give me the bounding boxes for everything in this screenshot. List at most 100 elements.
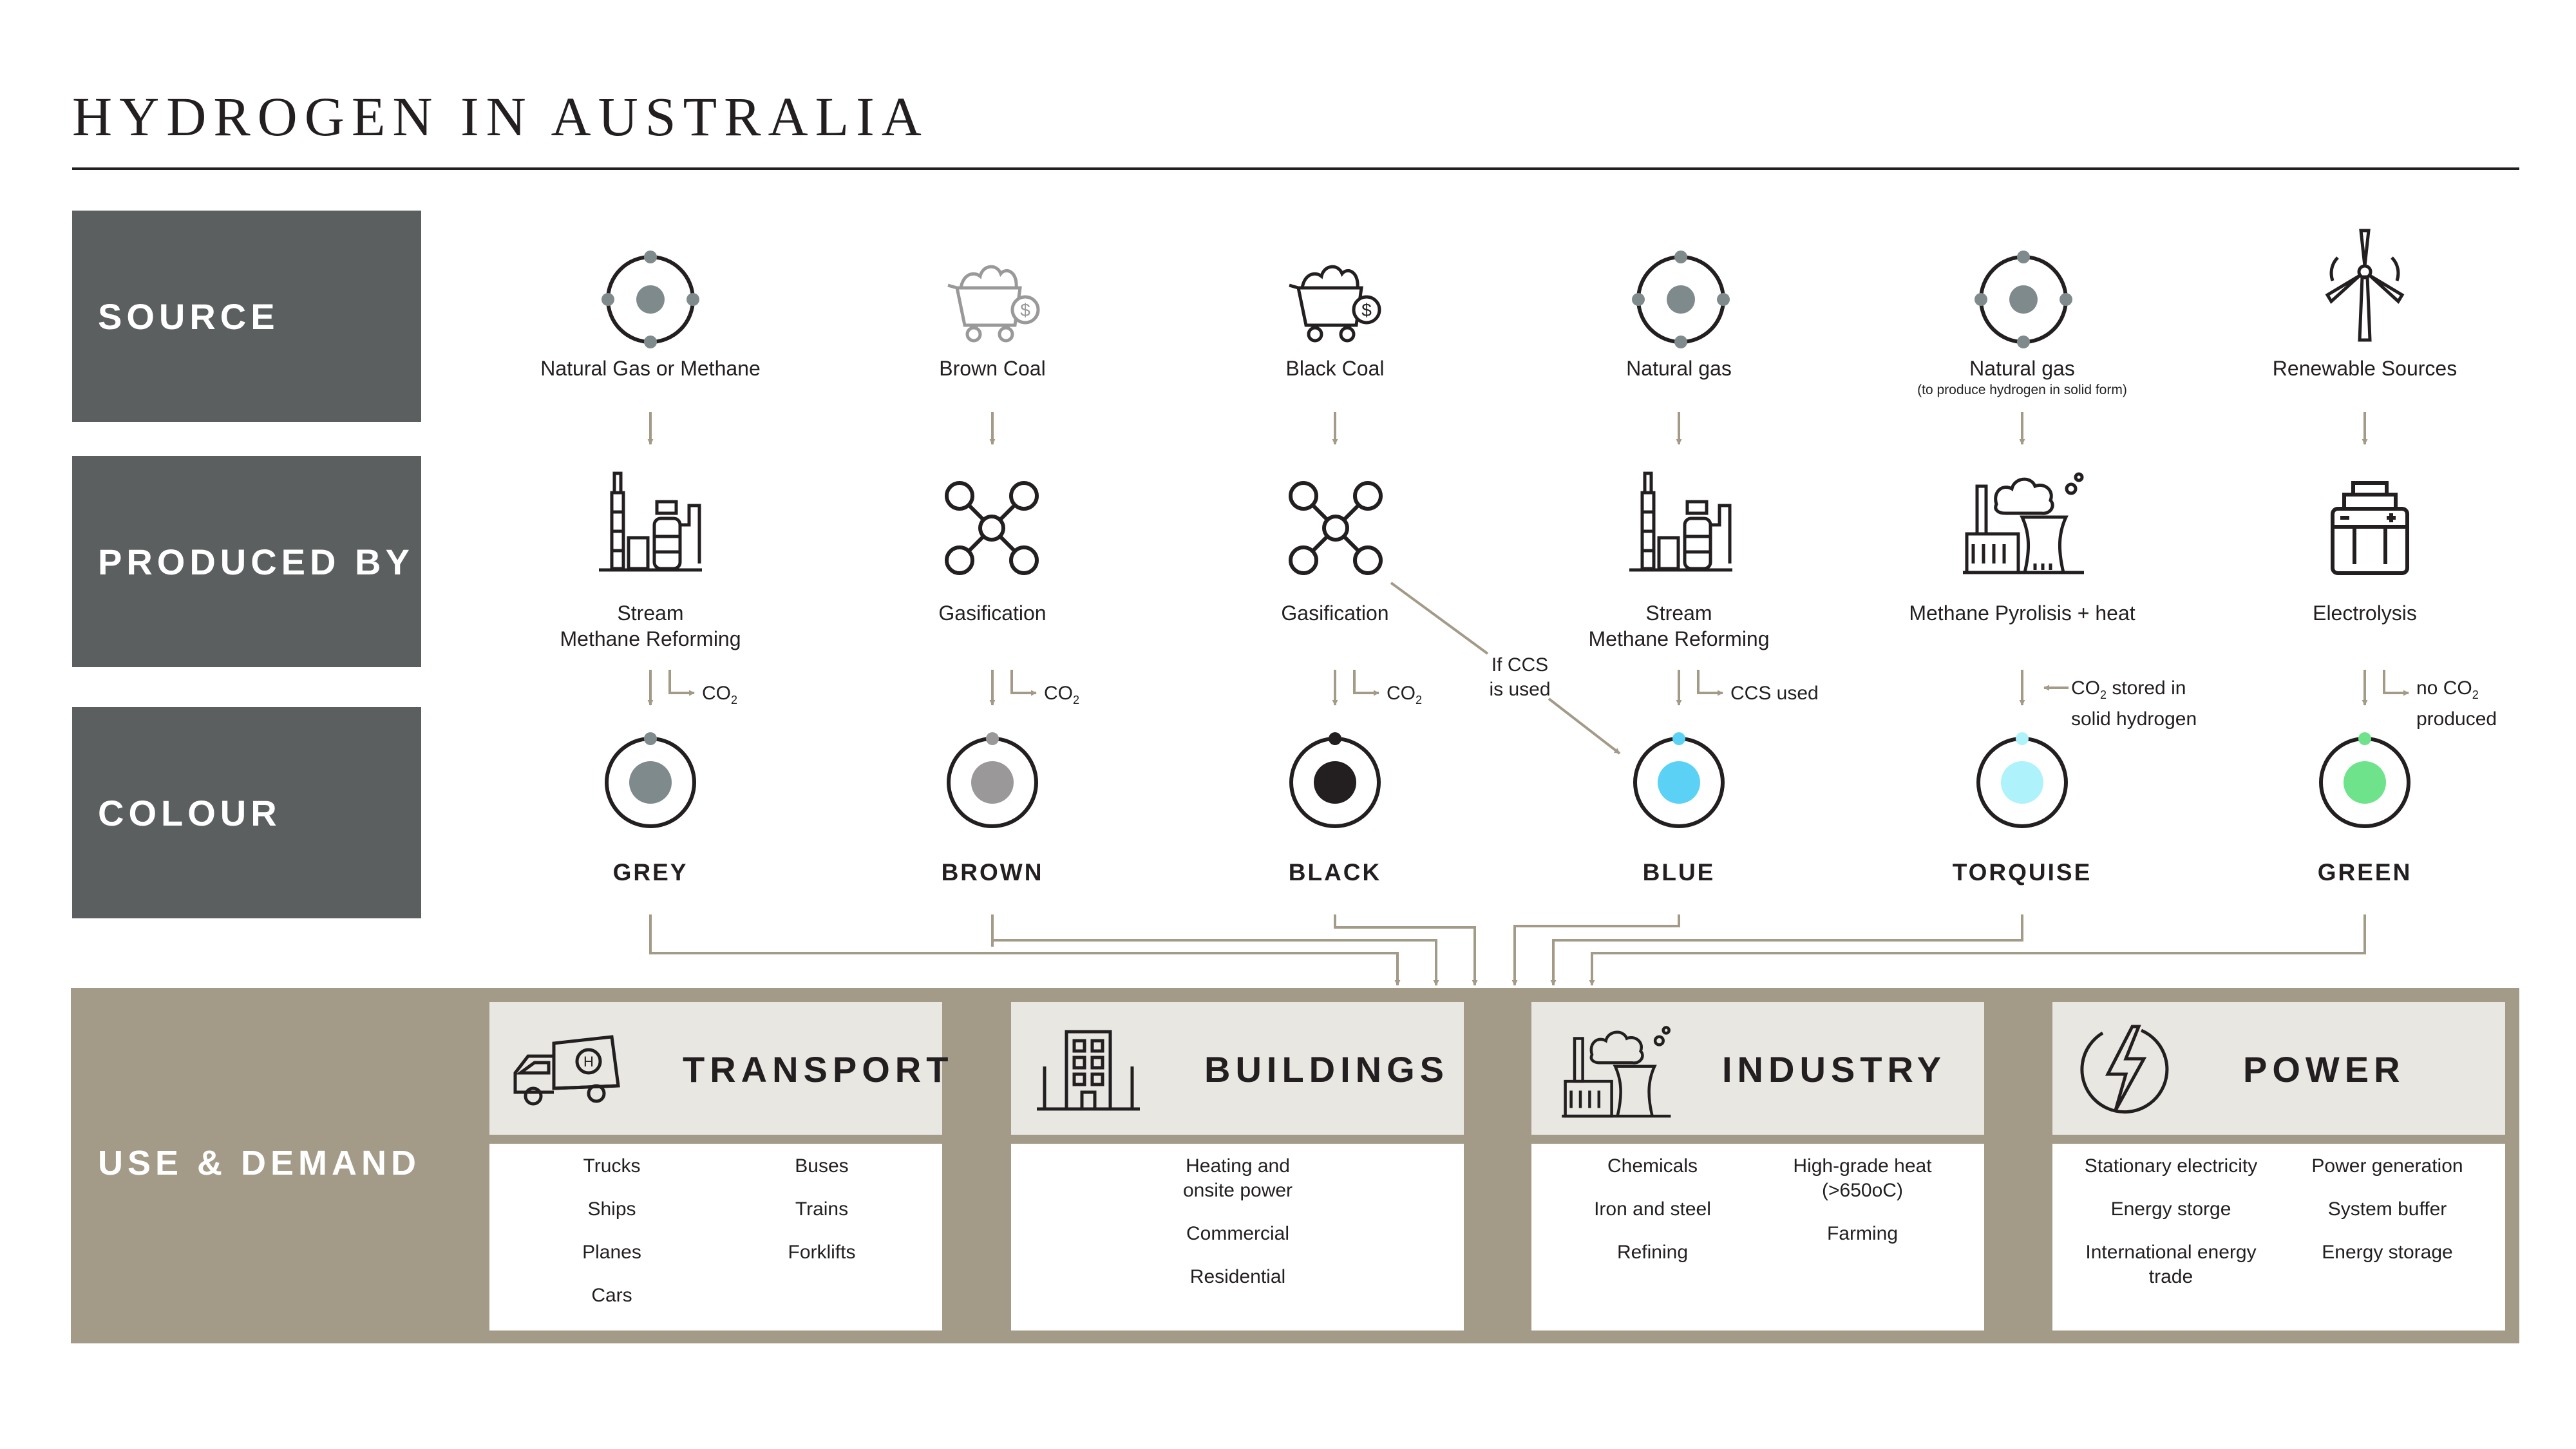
ccs-note: If CCS is used	[1489, 653, 1550, 702]
row-label-use-demand: USE & DEMAND	[98, 1144, 421, 1182]
page-title: HYDROGEN IN AUSTRALIA	[72, 86, 929, 147]
factory-icon	[1562, 1026, 1671, 1118]
natural-gas-icon	[1632, 251, 1730, 348]
pyrolysis-plant-icon	[1963, 474, 2084, 573]
list-item: System buffer	[2327, 1198, 2447, 1220]
card-title: INDUSTRY	[1722, 1049, 1947, 1090]
process-label: Electrolysis	[2313, 601, 2417, 625]
byproduct-label: CCS used	[1730, 683, 1819, 704]
list-item: Commercial	[1186, 1223, 1290, 1244]
colour-dots	[605, 732, 2410, 828]
process-arrows	[647, 582, 2409, 755]
byproduct-text: no CO	[2416, 677, 2472, 699]
transport-list-col2: Buses Trains Forklifts	[788, 1154, 889, 1265]
colour-dot-green	[2319, 732, 2410, 828]
byproduct-subscript: 2	[1073, 694, 1080, 706]
source-label: Natural gas	[1969, 357, 2075, 380]
byproduct-text: CO	[1387, 683, 1416, 704]
list-item: Planes	[582, 1242, 641, 1263]
buildings-card-body: Heating and onsite power Commercial Resi…	[1011, 1144, 1464, 1331]
industry-list-col1: Chemicals Iron and steel Refining	[1594, 1154, 1770, 1265]
list-item: Refining	[1616, 1242, 1689, 1263]
process-label: Methane Pyrolisis + heat	[1909, 601, 2136, 625]
colour-dot-torquise	[1976, 732, 2068, 828]
byproduct-label: CO2	[702, 681, 737, 712]
transport-card-header: H TRANSPORT	[489, 1002, 948, 1135]
electrolysis-icon	[2333, 483, 2407, 573]
colour-dot-black	[1289, 732, 1381, 828]
power-list-col1: Stationary electricity Energy storge Int…	[2085, 1154, 2364, 1289]
colour-dot-blue	[1633, 732, 1725, 828]
list-item: High-grade heat (>650oC)	[1793, 1155, 1932, 1201]
colour-dot-brown	[947, 732, 1038, 828]
list-item: Energy storge	[2110, 1198, 2231, 1220]
source-label: Natural gas	[1626, 357, 1732, 380]
list-item: Farming	[1826, 1223, 1899, 1244]
source-label: Natural Gas or Methane	[540, 357, 761, 380]
power-card-header: POWER	[2052, 1002, 2505, 1135]
list-item: Cars	[591, 1285, 632, 1306]
byproduct-label: CO2	[1044, 681, 1079, 712]
byproduct-subscript: 2	[2472, 688, 2479, 701]
card-title: POWER	[2243, 1049, 2405, 1090]
power-card-body: Stationary electricity Energy storge Int…	[2052, 1144, 2505, 1331]
process-label: Stream Methane Reforming	[1588, 600, 1769, 652]
title-divider	[72, 167, 2519, 170]
list-item: Trains	[795, 1198, 849, 1220]
colour-name-green: GREEN	[2317, 859, 2412, 886]
colour-name-torquise: TORQUISE	[1952, 859, 2092, 886]
byproduct-text: CO	[702, 683, 731, 704]
card-title: TRANSPORT	[683, 1049, 954, 1090]
process-line: Methane Reforming	[1588, 627, 1770, 650]
list-item: International energy trade	[2085, 1242, 2257, 1287]
list-item: Buses	[795, 1155, 849, 1177]
connectors-main	[649, 914, 2366, 986]
list-item: Forklifts	[788, 1242, 856, 1263]
refinery-plant-icon	[1629, 473, 1732, 570]
svg-text:H: H	[583, 1054, 594, 1070]
process-line: Stream	[1645, 601, 1712, 625]
byproduct-label: no CO2 produced	[2416, 676, 2497, 732]
list-item: Power generation	[2311, 1155, 2463, 1177]
transport-list-col1: Trucks Ships Planes Cars	[582, 1154, 671, 1308]
process-line: Stream	[617, 601, 684, 625]
card-title: BUILDINGS	[1204, 1049, 1449, 1090]
list-item: Heating and onsite power	[1182, 1155, 1293, 1201]
brown-coal-icon	[948, 267, 1038, 341]
industry-list-col2: High-grade heat (>650oC) Farming	[1793, 1154, 2017, 1246]
gasification-icon	[1291, 483, 1381, 573]
byproduct-line2: solid hydrogen	[2071, 708, 2197, 730]
building-icon	[1037, 1030, 1140, 1111]
byproduct-line2: produced	[2416, 708, 2497, 730]
industry-card-body: Chemicals Iron and steel Refining High-g…	[1531, 1144, 1984, 1331]
source-arrows	[647, 412, 2368, 445]
list-item: Iron and steel	[1594, 1198, 1711, 1220]
process-label: Gasification	[1281, 601, 1389, 625]
source-label: Renewable Sources	[2272, 357, 2458, 380]
gasification-icon	[947, 483, 1037, 573]
buildings-list: Heating and onsite power Commercial Resi…	[1183, 1154, 1367, 1289]
process-label: Stream Methane Reforming	[560, 600, 741, 652]
transport-card-body: Trucks Ships Planes Cars Buses Trains Fo…	[489, 1144, 942, 1331]
ccs-note-line: If CCS	[1491, 654, 1549, 676]
colour-name-grey: GREY	[612, 859, 688, 886]
refinery-plant-icon	[599, 473, 702, 570]
byproduct-subscript: 2	[1416, 694, 1423, 706]
source-label: Black Coal	[1285, 357, 1385, 380]
truck-icon: H	[513, 1035, 620, 1106]
list-item: Stationary electricity	[2084, 1155, 2258, 1177]
byproduct-label: CO2 stored in solid hydrogen	[2071, 676, 2197, 732]
colour-name-brown: BROWN	[941, 859, 1044, 886]
colour-name-black: BLACK	[1288, 859, 1382, 886]
natural-gas-icon	[1975, 251, 2072, 348]
ccs-note-line: is used	[1489, 679, 1551, 700]
black-coal-icon	[1289, 267, 1379, 341]
list-item: Energy storage	[2322, 1242, 2453, 1263]
colour-dot-grey	[605, 732, 696, 828]
list-item: Chemicals	[1607, 1155, 1698, 1177]
byproduct-subscript: 2	[2100, 688, 2107, 701]
process-line: Methane Reforming	[560, 627, 741, 650]
buildings-card-header: BUILDINGS	[1011, 1002, 1464, 1135]
industry-card-header: INDUSTRY	[1531, 1002, 1984, 1135]
list-item: Trucks	[583, 1155, 641, 1177]
